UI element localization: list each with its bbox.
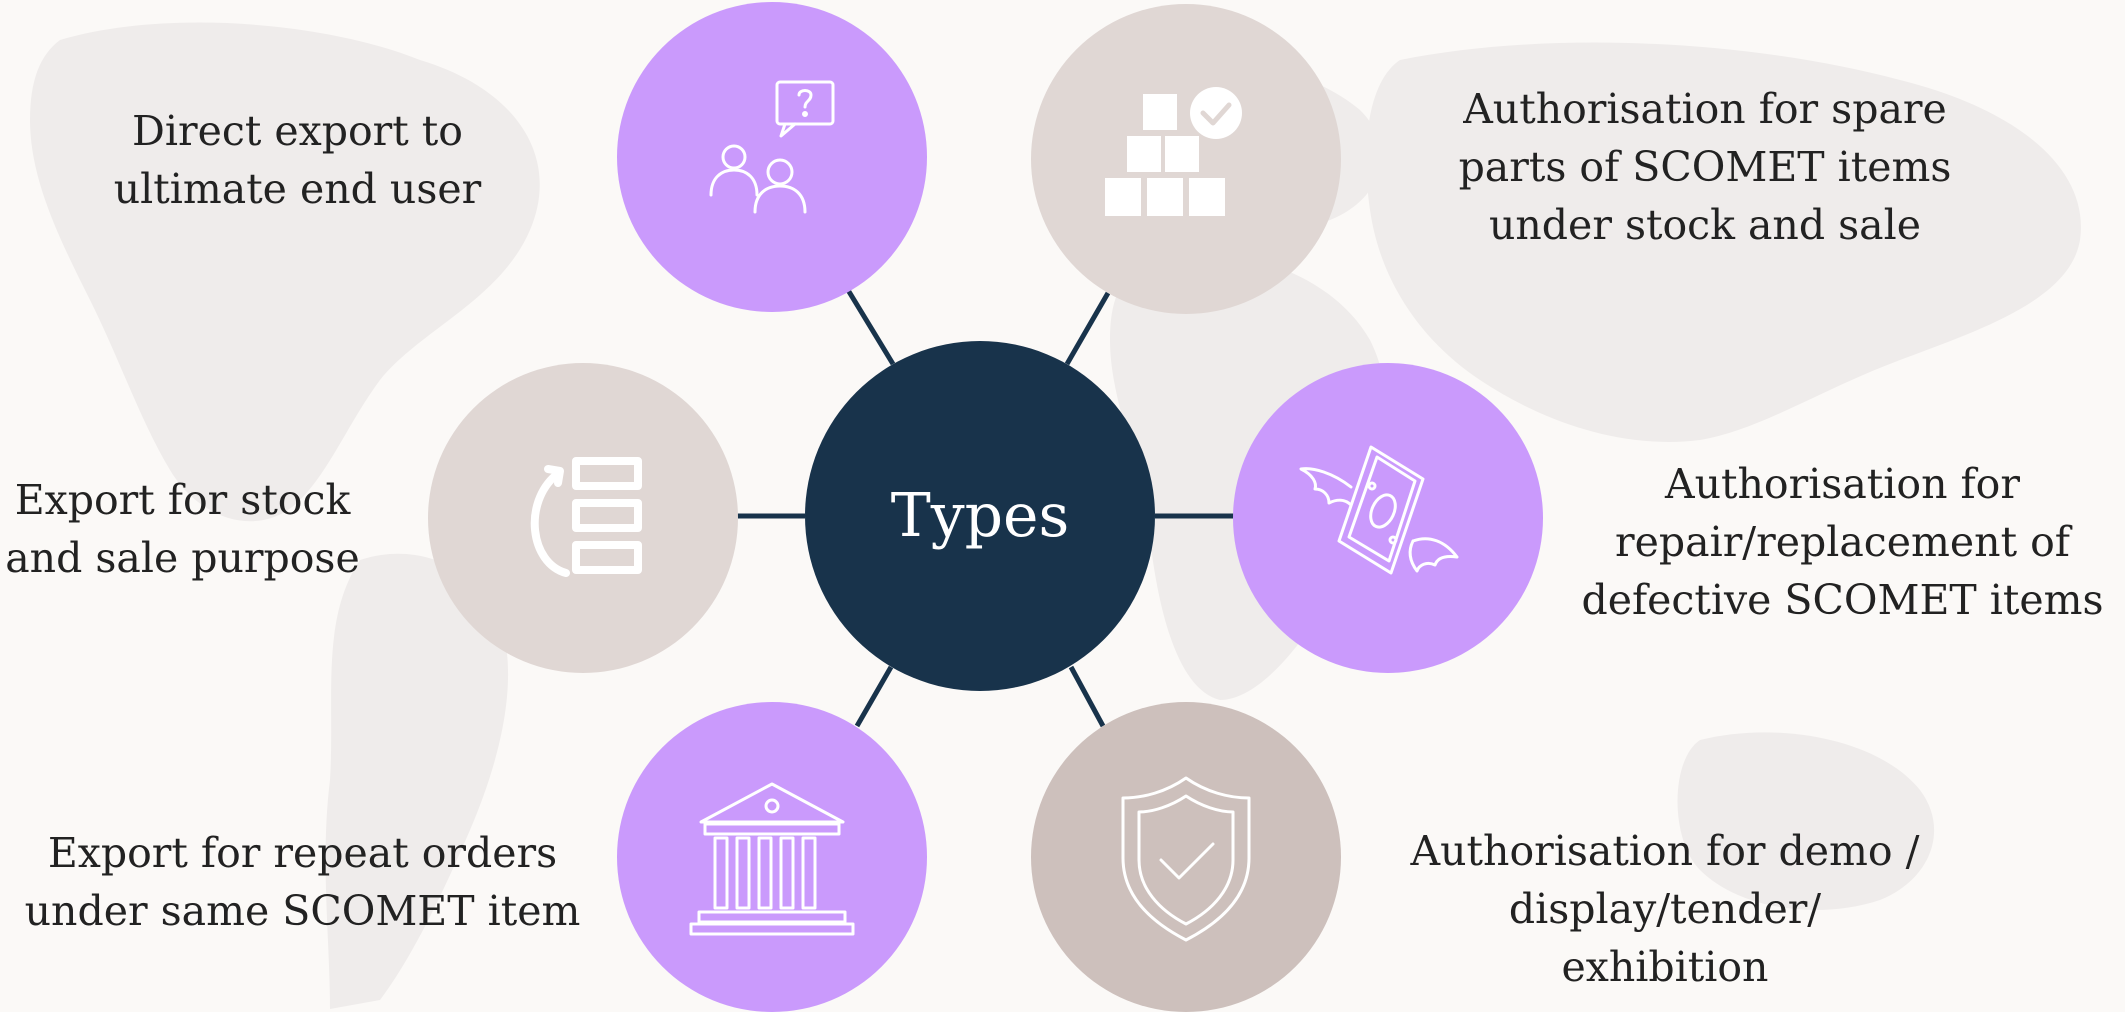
label-mid-left: Export for stock and sale purpose — [5, 476, 360, 582]
connector-bottom-left — [854, 665, 894, 728]
people-question-icon — [709, 80, 835, 214]
label-top-left: Direct export to ultimate end user — [113, 107, 482, 213]
boxes-check-icon — [1105, 87, 1242, 216]
label-top-right: Authorisation for spare parts of SCOMET … — [1458, 85, 1952, 249]
hub-label: Types — [890, 481, 1070, 551]
label-bottom-right: Authorisation for demo / display/tender/… — [1410, 827, 1920, 991]
flying-money-icon — [1299, 445, 1459, 575]
hub-circle: Types — [805, 341, 1155, 691]
shield-check-icon — [1121, 776, 1251, 942]
node-circle-bottom-right — [1031, 702, 1341, 1012]
node-circle-mid-left — [428, 363, 738, 673]
node-circle-mid-right — [1233, 363, 1543, 673]
node-circle-top-left — [617, 2, 927, 312]
label-bottom-left: Export for repeat orders under same SCOM… — [24, 829, 581, 935]
connector-top-right — [1064, 291, 1111, 366]
bank-icon — [689, 782, 855, 936]
label-mid-right: Authorisation for repair/replacement of … — [1581, 460, 2104, 624]
node-circle-bottom-left — [617, 702, 927, 1012]
connector-top-left — [845, 288, 896, 366]
list-arrow-icon — [530, 457, 642, 577]
connector-bottom-right — [1068, 665, 1106, 728]
node-circle-top-right — [1031, 4, 1341, 314]
